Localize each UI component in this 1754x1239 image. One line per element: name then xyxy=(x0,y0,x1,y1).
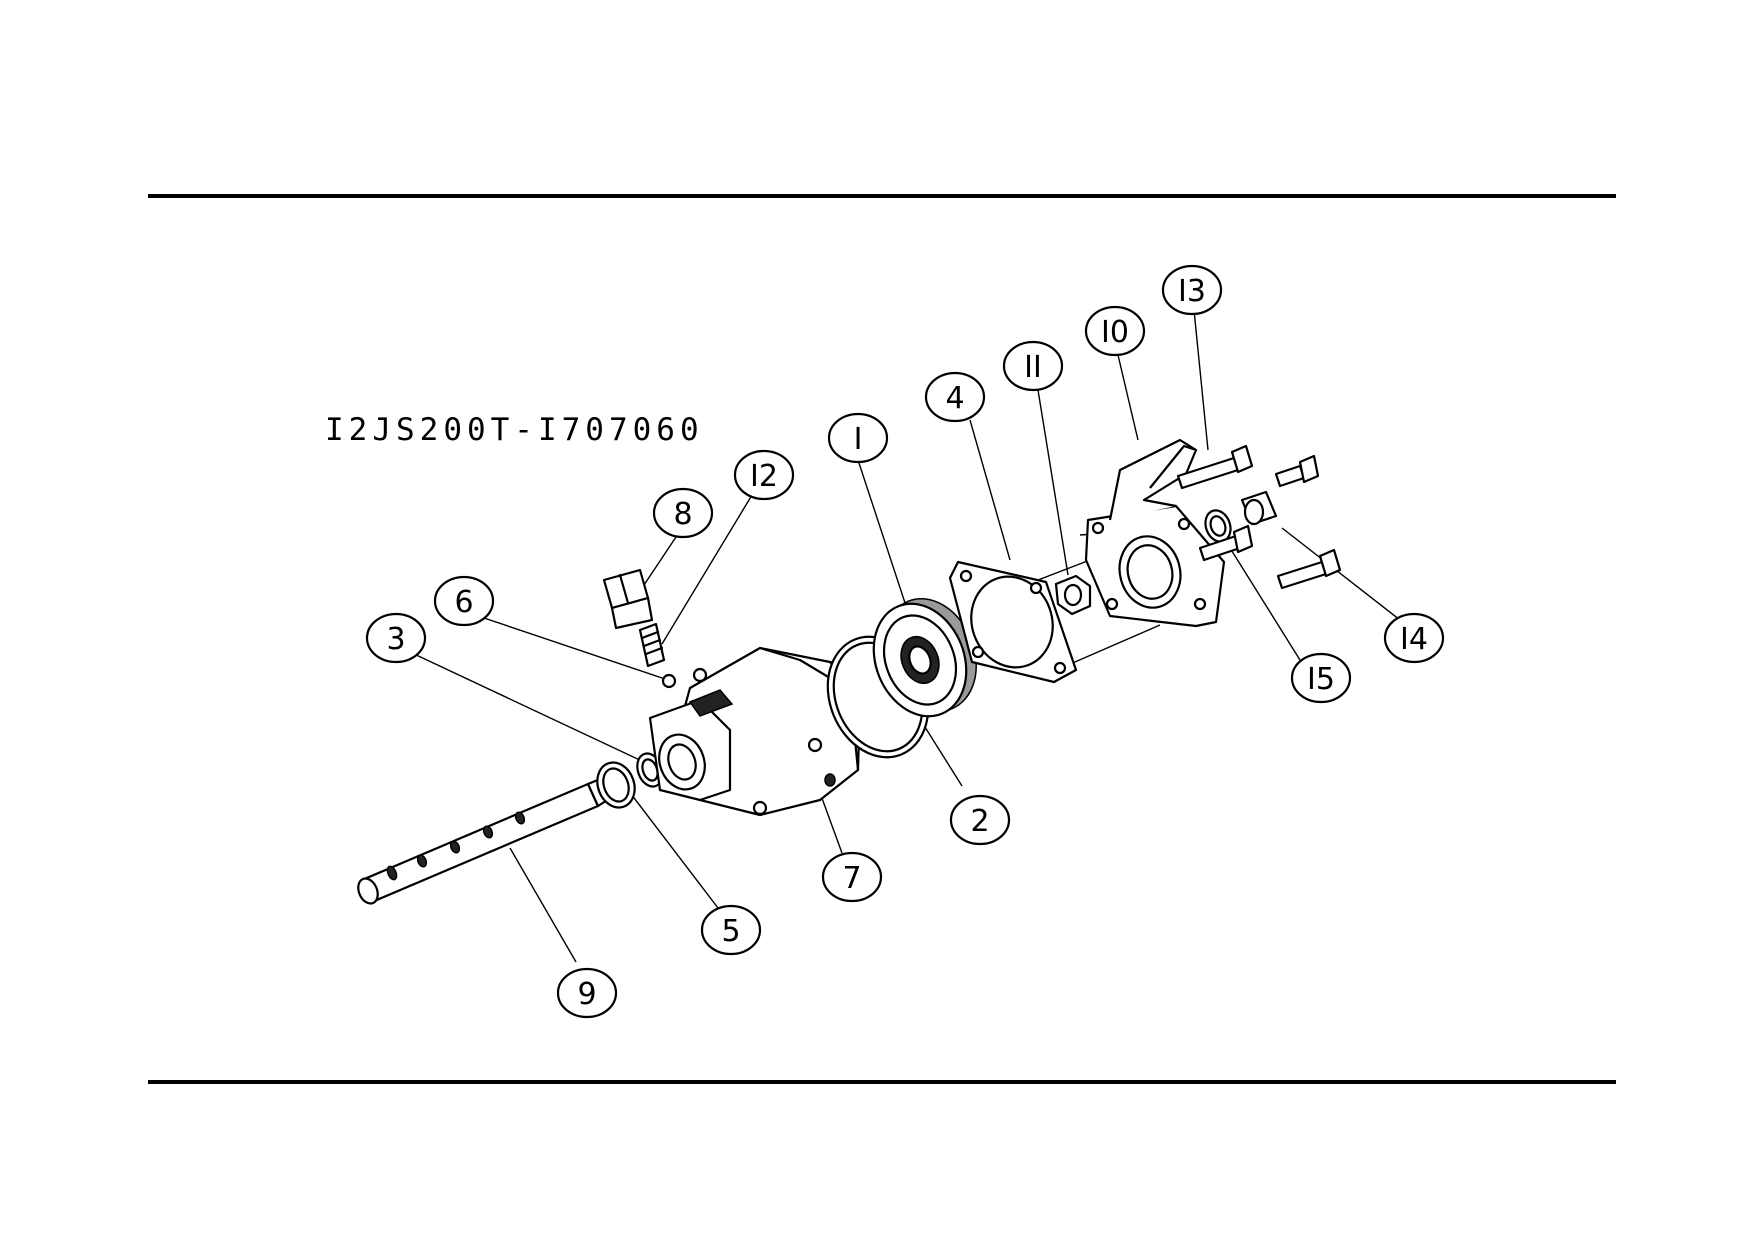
callout-11: II xyxy=(1002,340,1064,392)
svg-text:9: 9 xyxy=(577,977,596,1012)
svg-text:I3: I3 xyxy=(1178,274,1206,309)
bearing-part xyxy=(872,598,977,718)
svg-text:6: 6 xyxy=(454,585,473,620)
ball-part xyxy=(661,673,677,689)
plug-part xyxy=(602,568,654,630)
callouts: I 2 3 4 5 6 7 8 9 I0 II I2 I3 I4 I5 xyxy=(365,264,1445,1019)
bolt-13 xyxy=(1176,444,1254,490)
top-rule xyxy=(148,194,1616,198)
svg-text:I0: I0 xyxy=(1101,315,1129,350)
callout-3: 3 xyxy=(365,612,427,664)
housing-part xyxy=(648,646,862,817)
svg-text:II: II xyxy=(1024,350,1042,385)
svg-text:I5: I5 xyxy=(1307,662,1335,697)
svg-text:8: 8 xyxy=(673,497,692,532)
spring-part xyxy=(638,622,666,668)
svg-text:4: 4 xyxy=(945,381,964,416)
shaft-part xyxy=(357,772,624,905)
svg-text:7: 7 xyxy=(842,861,861,896)
bolt-14 xyxy=(1276,548,1342,590)
svg-text:I2: I2 xyxy=(750,459,778,494)
callout-1: I xyxy=(827,412,889,464)
part-number-label: I2JS200T-I707060 xyxy=(325,412,704,448)
svg-text:3: 3 xyxy=(386,622,405,657)
callout-6: 6 xyxy=(433,575,495,627)
callout-9: 9 xyxy=(556,967,618,1019)
callout-12: I2 xyxy=(733,449,795,501)
o-ring-5 xyxy=(596,761,636,809)
svg-text:2: 2 xyxy=(970,804,989,839)
callout-4: 4 xyxy=(924,371,986,423)
gasket-part xyxy=(948,560,1078,684)
callout-13: I3 xyxy=(1161,264,1223,316)
short-bolt xyxy=(1198,524,1254,562)
fitting-15 xyxy=(1240,490,1278,526)
callout-8: 8 xyxy=(652,487,714,539)
callout-15: I5 xyxy=(1290,652,1352,704)
callout-5: 5 xyxy=(700,904,762,956)
callout-2: 2 xyxy=(949,794,1011,846)
callout-14: I4 xyxy=(1383,612,1445,664)
flange-bracket-part xyxy=(1084,438,1226,628)
svg-text:I4: I4 xyxy=(1400,622,1428,657)
svg-text:I: I xyxy=(854,422,863,457)
callout-10: I0 xyxy=(1084,305,1146,357)
bottom-rule xyxy=(148,1080,1616,1084)
svg-text:5: 5 xyxy=(721,914,740,949)
nut-part xyxy=(1054,574,1092,616)
bolt-13b xyxy=(1274,454,1320,488)
callout-7: 7 xyxy=(821,851,883,903)
